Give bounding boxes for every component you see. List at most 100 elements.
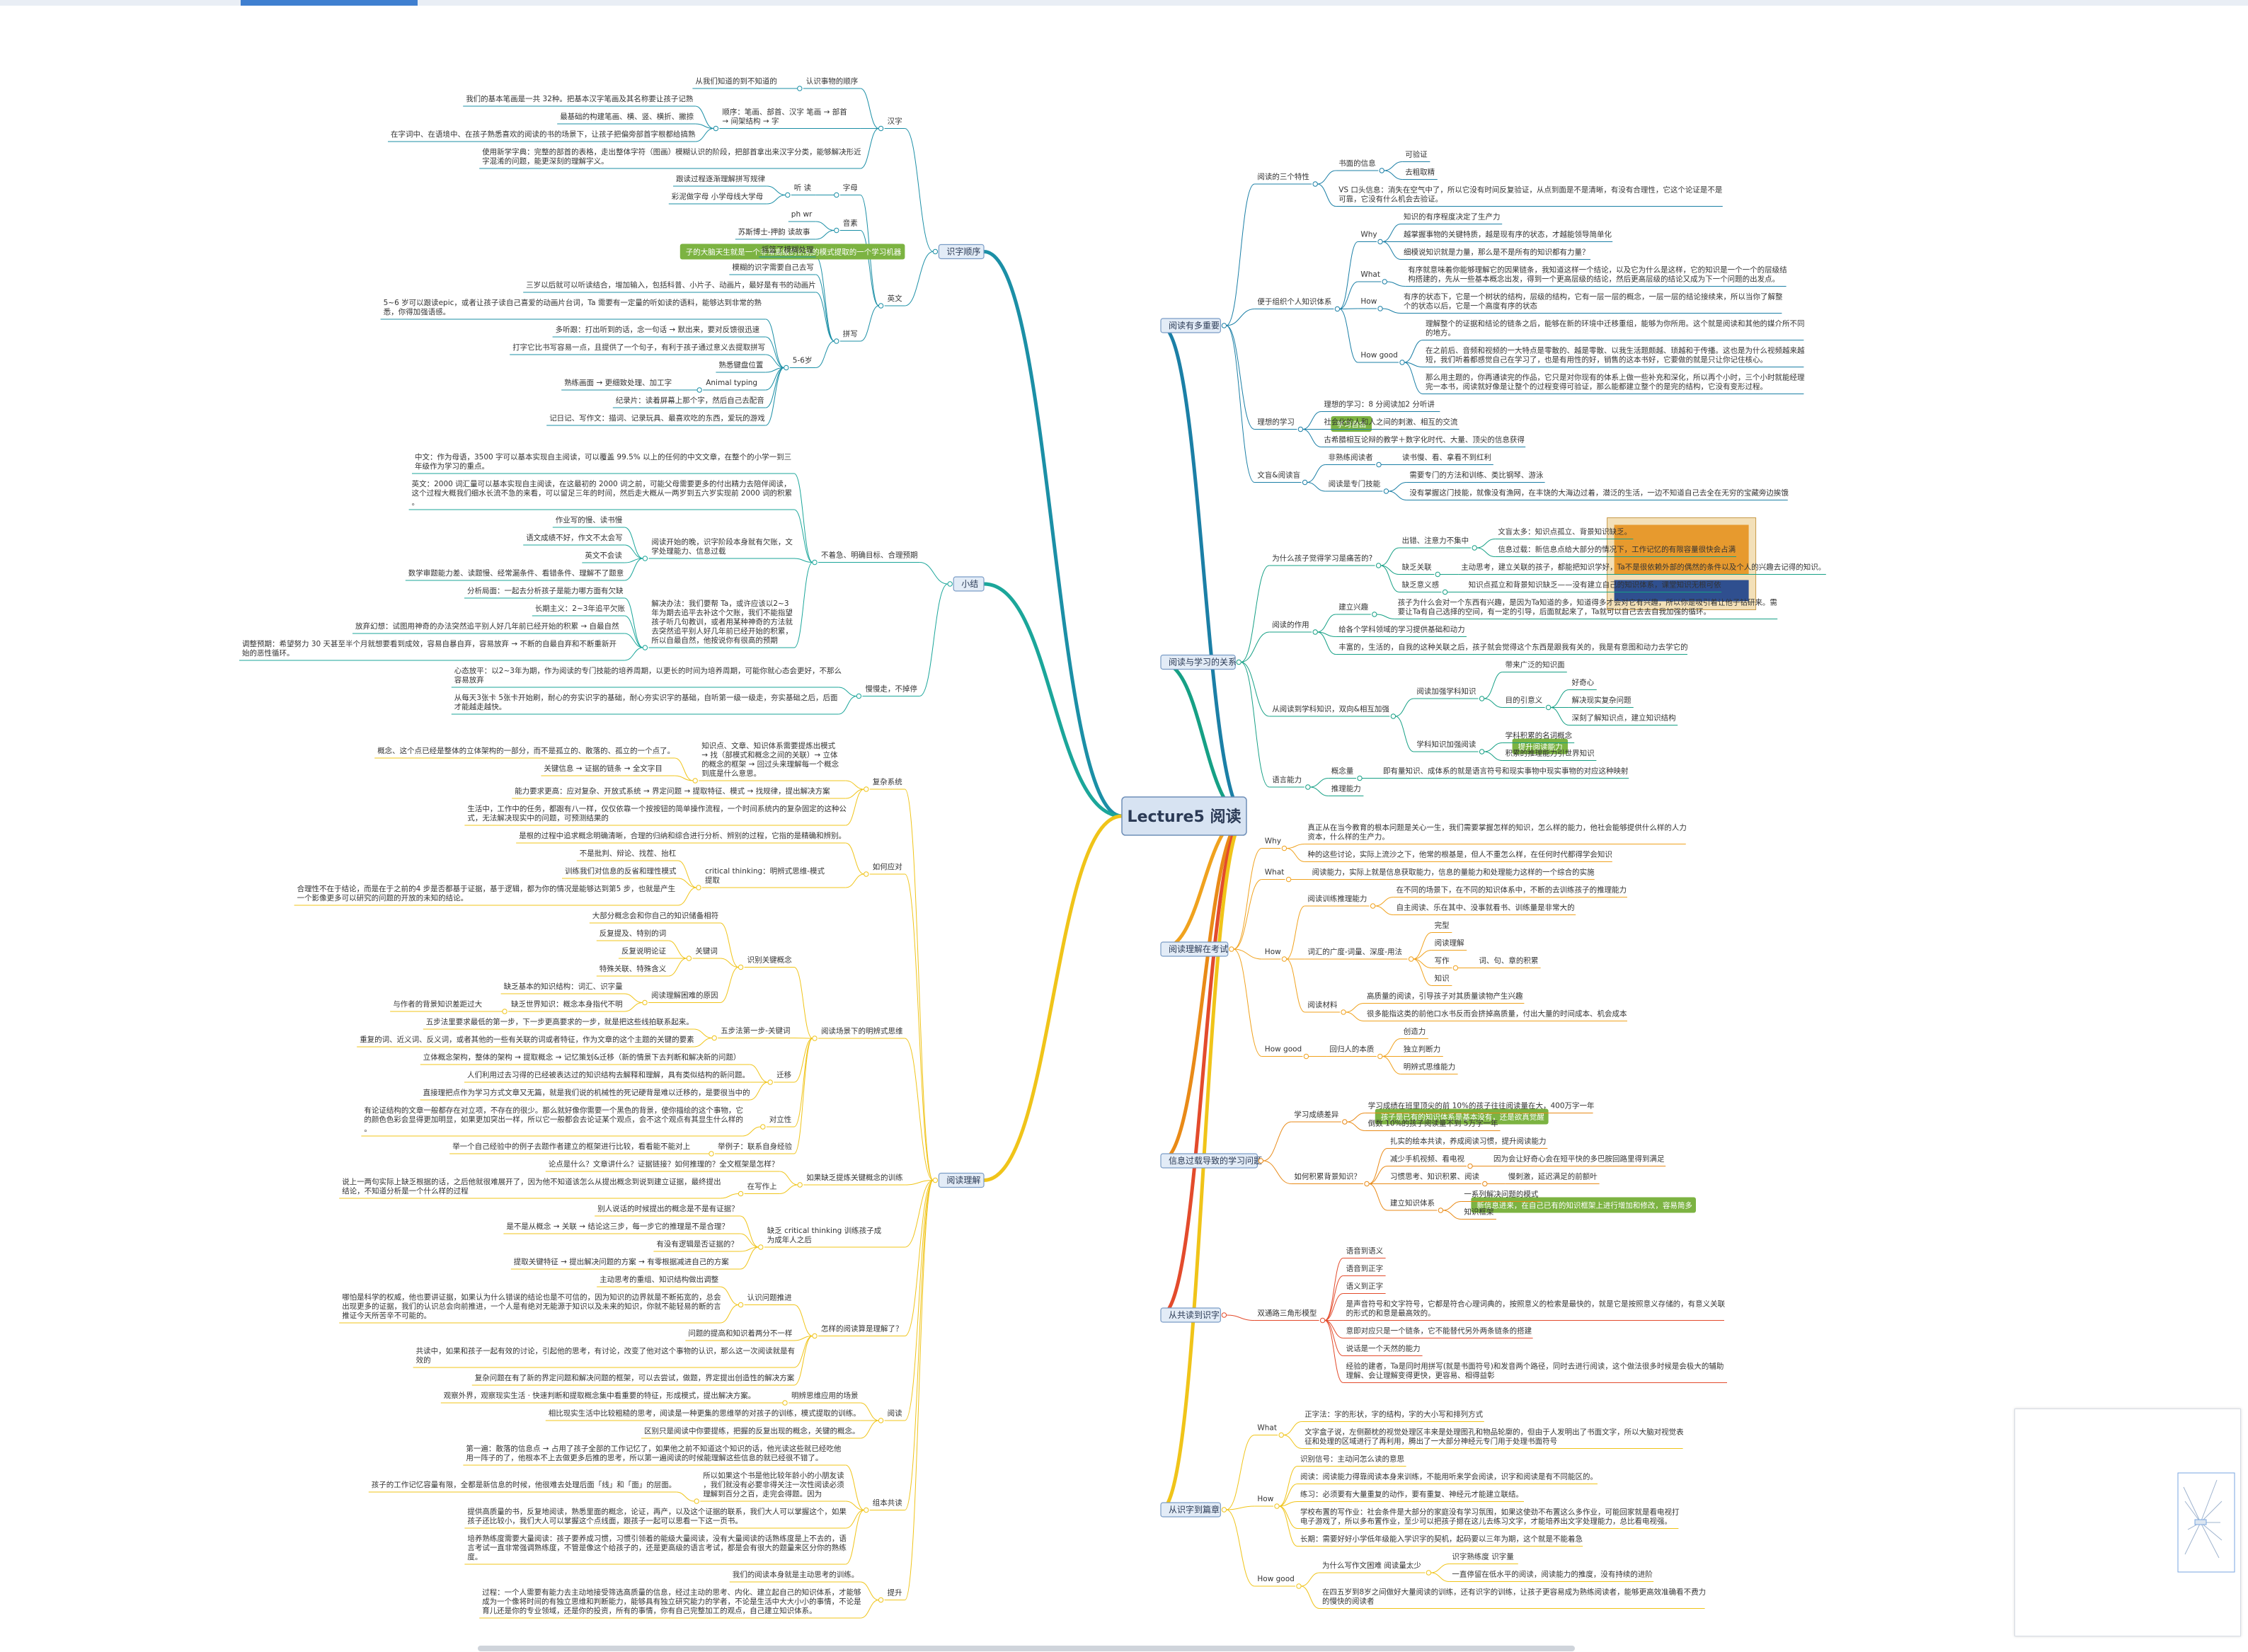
subtopic-node[interactable]: 缺乏基本的知识结构：词汇、识字量 bbox=[500, 982, 624, 994]
subtopic-node[interactable]: 文盲&阅读盲 bbox=[1254, 471, 1308, 486]
collapse-toggle[interactable] bbox=[797, 1182, 803, 1188]
subtopic-node[interactable]: 提供高质量的书，反复地阅读，熟悉里面的概念，论证，再产，以及这个证据的联系，我们… bbox=[464, 1507, 847, 1529]
subtopic-node[interactable]: 知识点、文章、知识体系需要提炼出模式 → 找（部模式和概念之间的关联）→ 立体的… bbox=[692, 741, 846, 784]
subtopic-node[interactable]: What bbox=[1358, 270, 1387, 285]
subtopic-node[interactable]: 识别关键概念 bbox=[738, 956, 794, 970]
subtopic-node[interactable]: 所以如果这个书是他比较年龄小的小朋友读，我们就没有必要非得关注一次性阅读必须理解… bbox=[694, 1471, 846, 1504]
main-topic-node[interactable]: 阅读理解 bbox=[932, 1172, 985, 1188]
subtopic-node[interactable]: 生活中，工作中的任务，都跟有八一样，仅仅依靠一个按按钮的简单操作流程，一个时间系… bbox=[464, 804, 847, 826]
subtopic-node[interactable]: 意即对应只是一个链条，它不能替代另外两条链条的搭建 bbox=[1343, 1326, 1533, 1338]
minimap-panel[interactable] bbox=[2014, 1409, 2241, 1636]
subtopic-node[interactable]: How good bbox=[1254, 1575, 1302, 1589]
subtopic-node[interactable]: 推理能力 bbox=[1328, 784, 1364, 796]
collapse-toggle[interactable] bbox=[692, 778, 698, 784]
collapse-toggle[interactable] bbox=[1221, 323, 1227, 328]
collapse-toggle[interactable] bbox=[1296, 1583, 1302, 1589]
subtopic-node[interactable]: 明辨式思维能力 bbox=[1400, 1062, 1458, 1074]
subtopic-node[interactable]: 不着急、明确目标、合理预期 bbox=[812, 551, 920, 566]
subtopic-node[interactable]: 识字熟练度 识字量 bbox=[1449, 1552, 1518, 1564]
subtopic-node[interactable]: 词、句、章的积累 bbox=[1476, 956, 1541, 968]
subtopic-node[interactable]: 建立知识体系 bbox=[1387, 1198, 1444, 1213]
subtopic-node[interactable]: 熟练画面 → 更细致处理、加工字 bbox=[561, 378, 679, 391]
collapse-toggle[interactable] bbox=[784, 365, 789, 371]
collapse-toggle[interactable] bbox=[758, 1244, 764, 1250]
subtopic-node[interactable]: 知识框架 bbox=[1461, 1208, 1496, 1220]
subtopic-node[interactable]: 合理性不在于结论，而是在于之前的4 步是否都基于证据，基于逻辑，都为你的情况是能… bbox=[294, 884, 678, 906]
collapse-toggle[interactable] bbox=[1312, 181, 1318, 187]
subtopic-node[interactable]: 迁移 bbox=[767, 1070, 794, 1085]
subtopic-node[interactable]: 知识的有序程度决定了生产力 bbox=[1401, 212, 1503, 224]
subtopic-node[interactable]: 一系列解决问题的模式 bbox=[1461, 1190, 1541, 1202]
collapse-toggle[interactable] bbox=[864, 871, 869, 877]
subtopic-node[interactable]: 概念、这个点已经是整体的立体架构的一部分，而不是孤立的、散落的、孤立的一个点了。 bbox=[374, 746, 675, 759]
subtopic-node[interactable]: 解决现实复杂问题 bbox=[1569, 696, 1634, 708]
subtopic-node[interactable]: 理想的学习 bbox=[1254, 418, 1304, 432]
subtopic-node[interactable]: 放弃幻想：试图用神奇的办法突然追平别人好几年前已经开始的积累 → 自最自然 bbox=[352, 621, 625, 634]
main-topic-node[interactable]: 信息过载导致的学习问题 bbox=[1160, 1153, 1264, 1169]
subtopic-node[interactable]: 非熟练阅读者 bbox=[1325, 453, 1382, 468]
subtopic-node[interactable]: 给各个学科领域的学习提供基础和动力 bbox=[1336, 625, 1467, 637]
subtopic-node[interactable]: 可验证 bbox=[1402, 150, 1430, 162]
subtopic-node[interactable]: 苏斯博士-押韵 读故事 bbox=[735, 227, 816, 240]
subtopic-node[interactable]: 哪怕是科学的权威，他也要讲证据，如果认为什么错误的结论也是不可信的，因为知识的边… bbox=[339, 1292, 721, 1324]
subtopic-node[interactable]: 如何积累背景知识？ bbox=[1291, 1172, 1370, 1187]
subtopic-node[interactable]: 在不同的场景下，在不同的知识体系中，不断的去训练孩子的推理能力 bbox=[1393, 885, 1627, 897]
collapse-toggle[interactable] bbox=[1258, 1158, 1264, 1164]
collapse-toggle[interactable] bbox=[864, 786, 869, 792]
collapse-toggle[interactable] bbox=[1382, 279, 1387, 285]
subtopic-node[interactable]: 字母 bbox=[834, 183, 861, 198]
collapse-toggle[interactable] bbox=[1438, 1208, 1444, 1213]
collapse-toggle[interactable] bbox=[1376, 461, 1382, 468]
subtopic-node[interactable]: 直接理把点作为学习方式文章又无篇，就是我们说的机械性的死记硬背是难以迁移的，是要… bbox=[420, 1088, 750, 1101]
subtopic-node[interactable]: 缺乏意义感 bbox=[1399, 580, 1448, 595]
subtopic-node[interactable]: 高质量的阅读，引导孩子对其质量读物产生兴趣 bbox=[1364, 992, 1525, 1004]
subtopic-node[interactable]: 培养熟练度需要大量阅读：孩子要养成习惯，习惯引领着的能级大量阅读，没有大量阅读的… bbox=[464, 1534, 847, 1565]
subtopic-node[interactable]: 便于组织个人知识体系 bbox=[1254, 297, 1341, 312]
subtopic-node[interactable]: 如果缺乏提炼关键概念的训练 bbox=[797, 1173, 905, 1188]
collapse-toggle[interactable] bbox=[1302, 479, 1308, 486]
subtopic-node[interactable]: 分析局面：一起去分析孩子是能力哪方面有欠缺 bbox=[464, 586, 625, 599]
collapse-toggle[interactable] bbox=[738, 1191, 744, 1197]
subtopic-node[interactable]: 信息过载：新信息点给大部分的情况下，工作记忆的有限容量很快会占满 bbox=[1495, 545, 1736, 557]
subtopic-node[interactable]: 调整预期：希望努力 30 天甚至半个月就想要看到成效，容易自暴自弃，容易放弃 →… bbox=[239, 639, 625, 661]
collapse-toggle[interactable] bbox=[1305, 784, 1311, 790]
subtopic-node[interactable]: 目的引意义 bbox=[1502, 696, 1552, 711]
subtopic-node[interactable]: 阅读 bbox=[878, 1409, 905, 1423]
mindmap-canvas[interactable]: 识字顺序子的大脑天生就是一个非常高级的识别的模式提取的一个学习机器汉字认识事物的… bbox=[0, 6, 2248, 1645]
subtopic-node[interactable]: 深刻了解知识点，建立知识结构 bbox=[1569, 713, 1678, 725]
subtopic-node[interactable]: 重复的词、近义词、反义词，或者其他的一些有关联的词或者特征，作为文章的这个主题的… bbox=[357, 1035, 694, 1048]
collapse-toggle[interactable] bbox=[711, 1035, 717, 1041]
collapse-toggle[interactable] bbox=[1442, 589, 1448, 595]
subtopic-node[interactable]: 长期：需要好好小学低年级能入学识字的契机，起码要以三年为期，这个就是不能着急 bbox=[1297, 1535, 1583, 1547]
subtopic-node[interactable]: 纪录片：读着屏幕上那个字，然后自己去配音 bbox=[612, 396, 766, 408]
subtopic-node[interactable]: 跟读过程逐渐理解拼写规律 bbox=[673, 174, 767, 187]
summary-badge[interactable]: 子的大脑天生就是一个非常高级的识别的模式提取的一个学习机器 bbox=[679, 243, 905, 260]
collapse-toggle[interactable] bbox=[1375, 563, 1382, 568]
subtopic-node[interactable]: 书面的信息 bbox=[1336, 159, 1384, 173]
main-topic-node[interactable]: 小结 bbox=[947, 576, 985, 592]
subtopic-node[interactable]: Animal typing bbox=[696, 379, 766, 393]
collapse-toggle[interactable] bbox=[812, 559, 818, 566]
main-topic-node[interactable]: 从识字到篇章 bbox=[1160, 1502, 1227, 1518]
subtopic-node[interactable]: 理解整个的证据和结论的链条之后，能够在新的环境中迁移重组，能够为你所用。这个就是… bbox=[1423, 319, 1805, 340]
subtopic-node[interactable]: 认识问题推进 bbox=[738, 1293, 794, 1308]
subtopic-node[interactable]: 一直停留在低水平的阅读，阅读能力的推度，没有持续的进阶 bbox=[1449, 1570, 1654, 1582]
subtopic-node[interactable]: 理想的学习：8 分阅读加2 分听讲 bbox=[1321, 400, 1440, 412]
subtopic-node[interactable]: 论点是什么？文章讲什么？证据链接？如何推理的？全文框架是怎样？ bbox=[545, 1159, 780, 1172]
subtopic-node[interactable]: 慢刺激，延迟满足的前额叶 bbox=[1505, 1172, 1600, 1184]
subtopic-node[interactable]: 过程：一个人需要有能力去主动地接受筛选高质量的信息，经过主动的思考、内化、建立起… bbox=[479, 1588, 861, 1619]
subtopic-node[interactable]: 作业写的慢、读书慢 bbox=[552, 515, 625, 528]
subtopic-node[interactable]: 自主阅读、乐在其中、没事就看书、训练量是非常大的 bbox=[1393, 903, 1576, 915]
subtopic-node[interactable]: 与作者的背景知识差距过大 bbox=[390, 999, 484, 1012]
subtopic-node[interactable]: 听 读 bbox=[785, 183, 816, 198]
subtopic-node[interactable]: 习惯思考、知识积累、阅读 bbox=[1387, 1172, 1488, 1187]
collapse-toggle[interactable] bbox=[767, 1079, 773, 1085]
subtopic-node[interactable]: 练习：必须要有大量重复的动作，要有重复、神经元才能建立联结。 bbox=[1297, 1490, 1524, 1502]
collapse-toggle[interactable] bbox=[1281, 845, 1288, 851]
collapse-toggle[interactable] bbox=[1312, 629, 1318, 635]
subtopic-node[interactable]: 读书慢、看、拿看不到红利 bbox=[1399, 453, 1493, 465]
subtopic-node[interactable]: 回归人的本质 bbox=[1326, 1045, 1383, 1060]
subtopic-node[interactable]: 语文成绩不好，作文不太会写 bbox=[523, 533, 625, 546]
